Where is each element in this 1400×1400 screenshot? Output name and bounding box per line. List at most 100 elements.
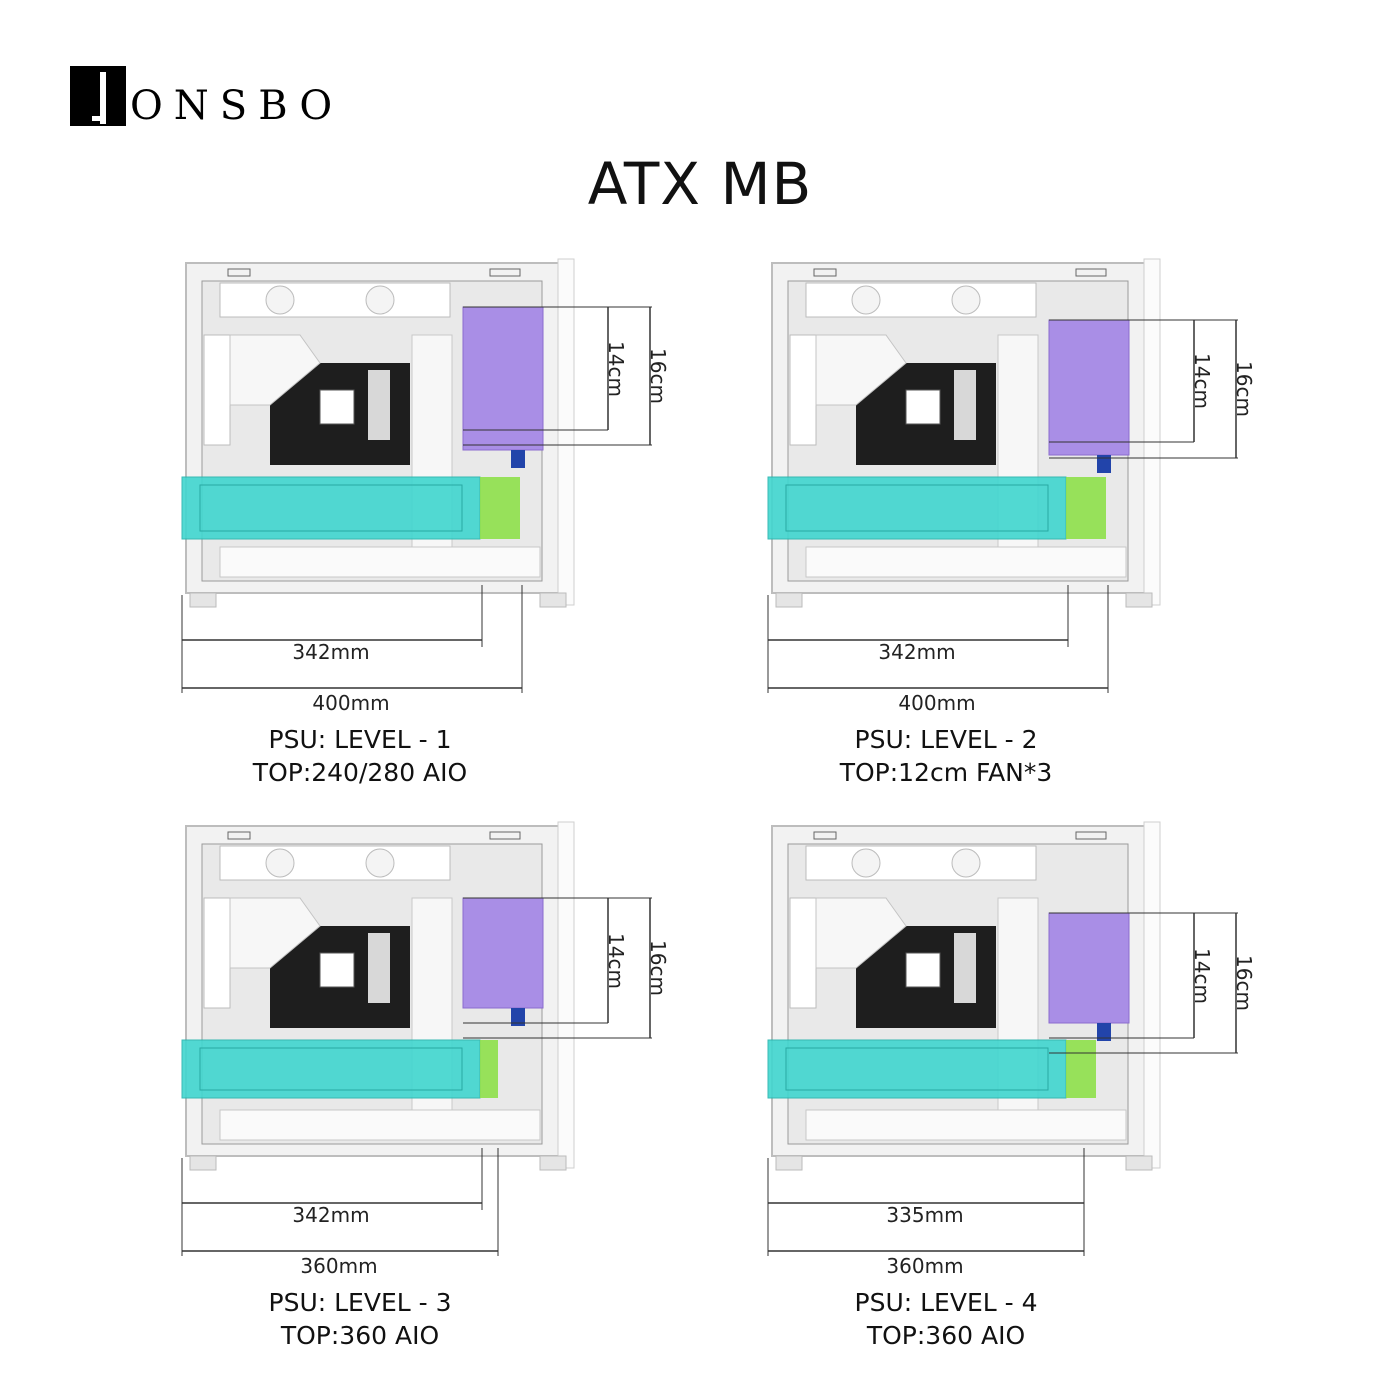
top-cooling-caption: TOP:360 AIO (280, 1321, 440, 1350)
io-port (227, 268, 251, 277)
top-fan-bay (805, 282, 1037, 318)
total-height-label: 16cm (645, 940, 670, 996)
total-height-label: 16cm (1231, 361, 1256, 417)
top-fan (265, 848, 295, 878)
psu-block (462, 306, 544, 451)
depth-label: 400mm (312, 691, 390, 715)
top-fan (951, 285, 981, 315)
cpu-socket (905, 389, 941, 425)
psu-connector (1097, 1023, 1111, 1041)
cpu-socket (319, 389, 355, 425)
top-cooling-caption: TOP:240/280 AIO (252, 758, 468, 787)
rear-fan (203, 334, 231, 446)
lower-shroud (805, 1109, 1127, 1141)
vrm-heatsink (815, 334, 907, 406)
psu-level-caption: PSU: LEVEL - 3 (268, 1288, 452, 1317)
psu-block (1048, 912, 1130, 1024)
top-fan-bay (219, 282, 451, 318)
cpu-socket (319, 952, 355, 988)
case-illustration (767, 821, 1238, 1256)
gpu-extension (480, 1040, 498, 1098)
io-port (813, 268, 837, 277)
io-port (813, 831, 837, 840)
foot (539, 592, 567, 608)
foot (1125, 592, 1153, 608)
vrm-heatsink (229, 897, 321, 969)
total-height-label: 16cm (1231, 955, 1256, 1011)
logo-mark (70, 66, 126, 126)
psu-height-label: 14cm (1189, 947, 1214, 1004)
case-illustration (767, 258, 1238, 693)
top-fan-bay (805, 845, 1037, 881)
gpu-extension (1066, 477, 1106, 539)
top-cooling-caption: TOP:360 AIO (866, 1321, 1026, 1350)
foot (775, 592, 803, 608)
ram-slots (954, 370, 976, 440)
gpu-shroud (785, 484, 1049, 532)
case-side-panel (1143, 258, 1161, 606)
psu-height-label: 14cm (603, 932, 628, 989)
width-label: 342mm (878, 640, 956, 664)
ram-slots (368, 370, 390, 440)
io-port (489, 268, 521, 277)
psu-height-label: 14cm (603, 340, 628, 397)
width-label: 342mm (292, 1203, 370, 1227)
case-side-panel (557, 258, 575, 606)
top-cooling-caption: TOP:12cm FAN*3 (839, 758, 1053, 787)
foot (189, 592, 217, 608)
gpu-block (181, 476, 481, 540)
gpu-block (181, 1039, 481, 1099)
rear-fan (789, 897, 817, 1009)
psu-height-label: 14cm (1189, 353, 1214, 409)
psu-connector (1097, 455, 1111, 473)
io-port (489, 831, 521, 840)
case-side-panel (557, 821, 575, 1169)
width-label: 335mm (886, 1203, 964, 1227)
gpu-block (767, 476, 1067, 540)
page-title: ATX MB (587, 150, 813, 218)
ram-slots (368, 933, 390, 1003)
psu-block (1048, 319, 1130, 456)
cpu-socket (905, 952, 941, 988)
lower-shroud (219, 1109, 541, 1141)
top-fan (365, 848, 395, 878)
rear-fan (789, 334, 817, 446)
psu-level-caption: PSU: LEVEL - 1 (268, 725, 452, 754)
lower-shroud (219, 546, 541, 578)
top-fan (265, 285, 295, 315)
case-illustration (181, 258, 652, 693)
depth-label: 400mm (898, 691, 976, 715)
top-fan (951, 848, 981, 878)
psu-level-caption: PSU: LEVEL - 4 (854, 1288, 1038, 1317)
io-port (1075, 268, 1107, 277)
ram-slots (954, 933, 976, 1003)
rear-fan (203, 897, 231, 1009)
logo-text: ONSBO (130, 83, 344, 129)
lower-shroud (805, 546, 1127, 578)
foot (539, 1155, 567, 1171)
vrm-heatsink (229, 334, 321, 406)
gpu-shroud (785, 1047, 1049, 1091)
gpu-shroud (199, 1047, 463, 1091)
gpu-extension (480, 477, 520, 539)
io-port (1075, 831, 1107, 840)
foot (775, 1155, 803, 1171)
psu-block (462, 897, 544, 1009)
case-side-panel (1143, 821, 1161, 1169)
foot (1125, 1155, 1153, 1171)
depth-label: 360mm (300, 1254, 378, 1278)
total-height-label: 16cm (645, 348, 670, 404)
gpu-shroud (199, 484, 463, 532)
top-fan-bay (219, 845, 451, 881)
jonsbo-logo: ONSBO (70, 66, 350, 130)
gpu-block (767, 1039, 1067, 1099)
psu-connector (511, 450, 525, 468)
io-port (227, 831, 251, 840)
depth-label: 360mm (886, 1254, 964, 1278)
top-fan (851, 848, 881, 878)
top-fan (365, 285, 395, 315)
case-illustration (181, 821, 652, 1256)
top-fan (851, 285, 881, 315)
